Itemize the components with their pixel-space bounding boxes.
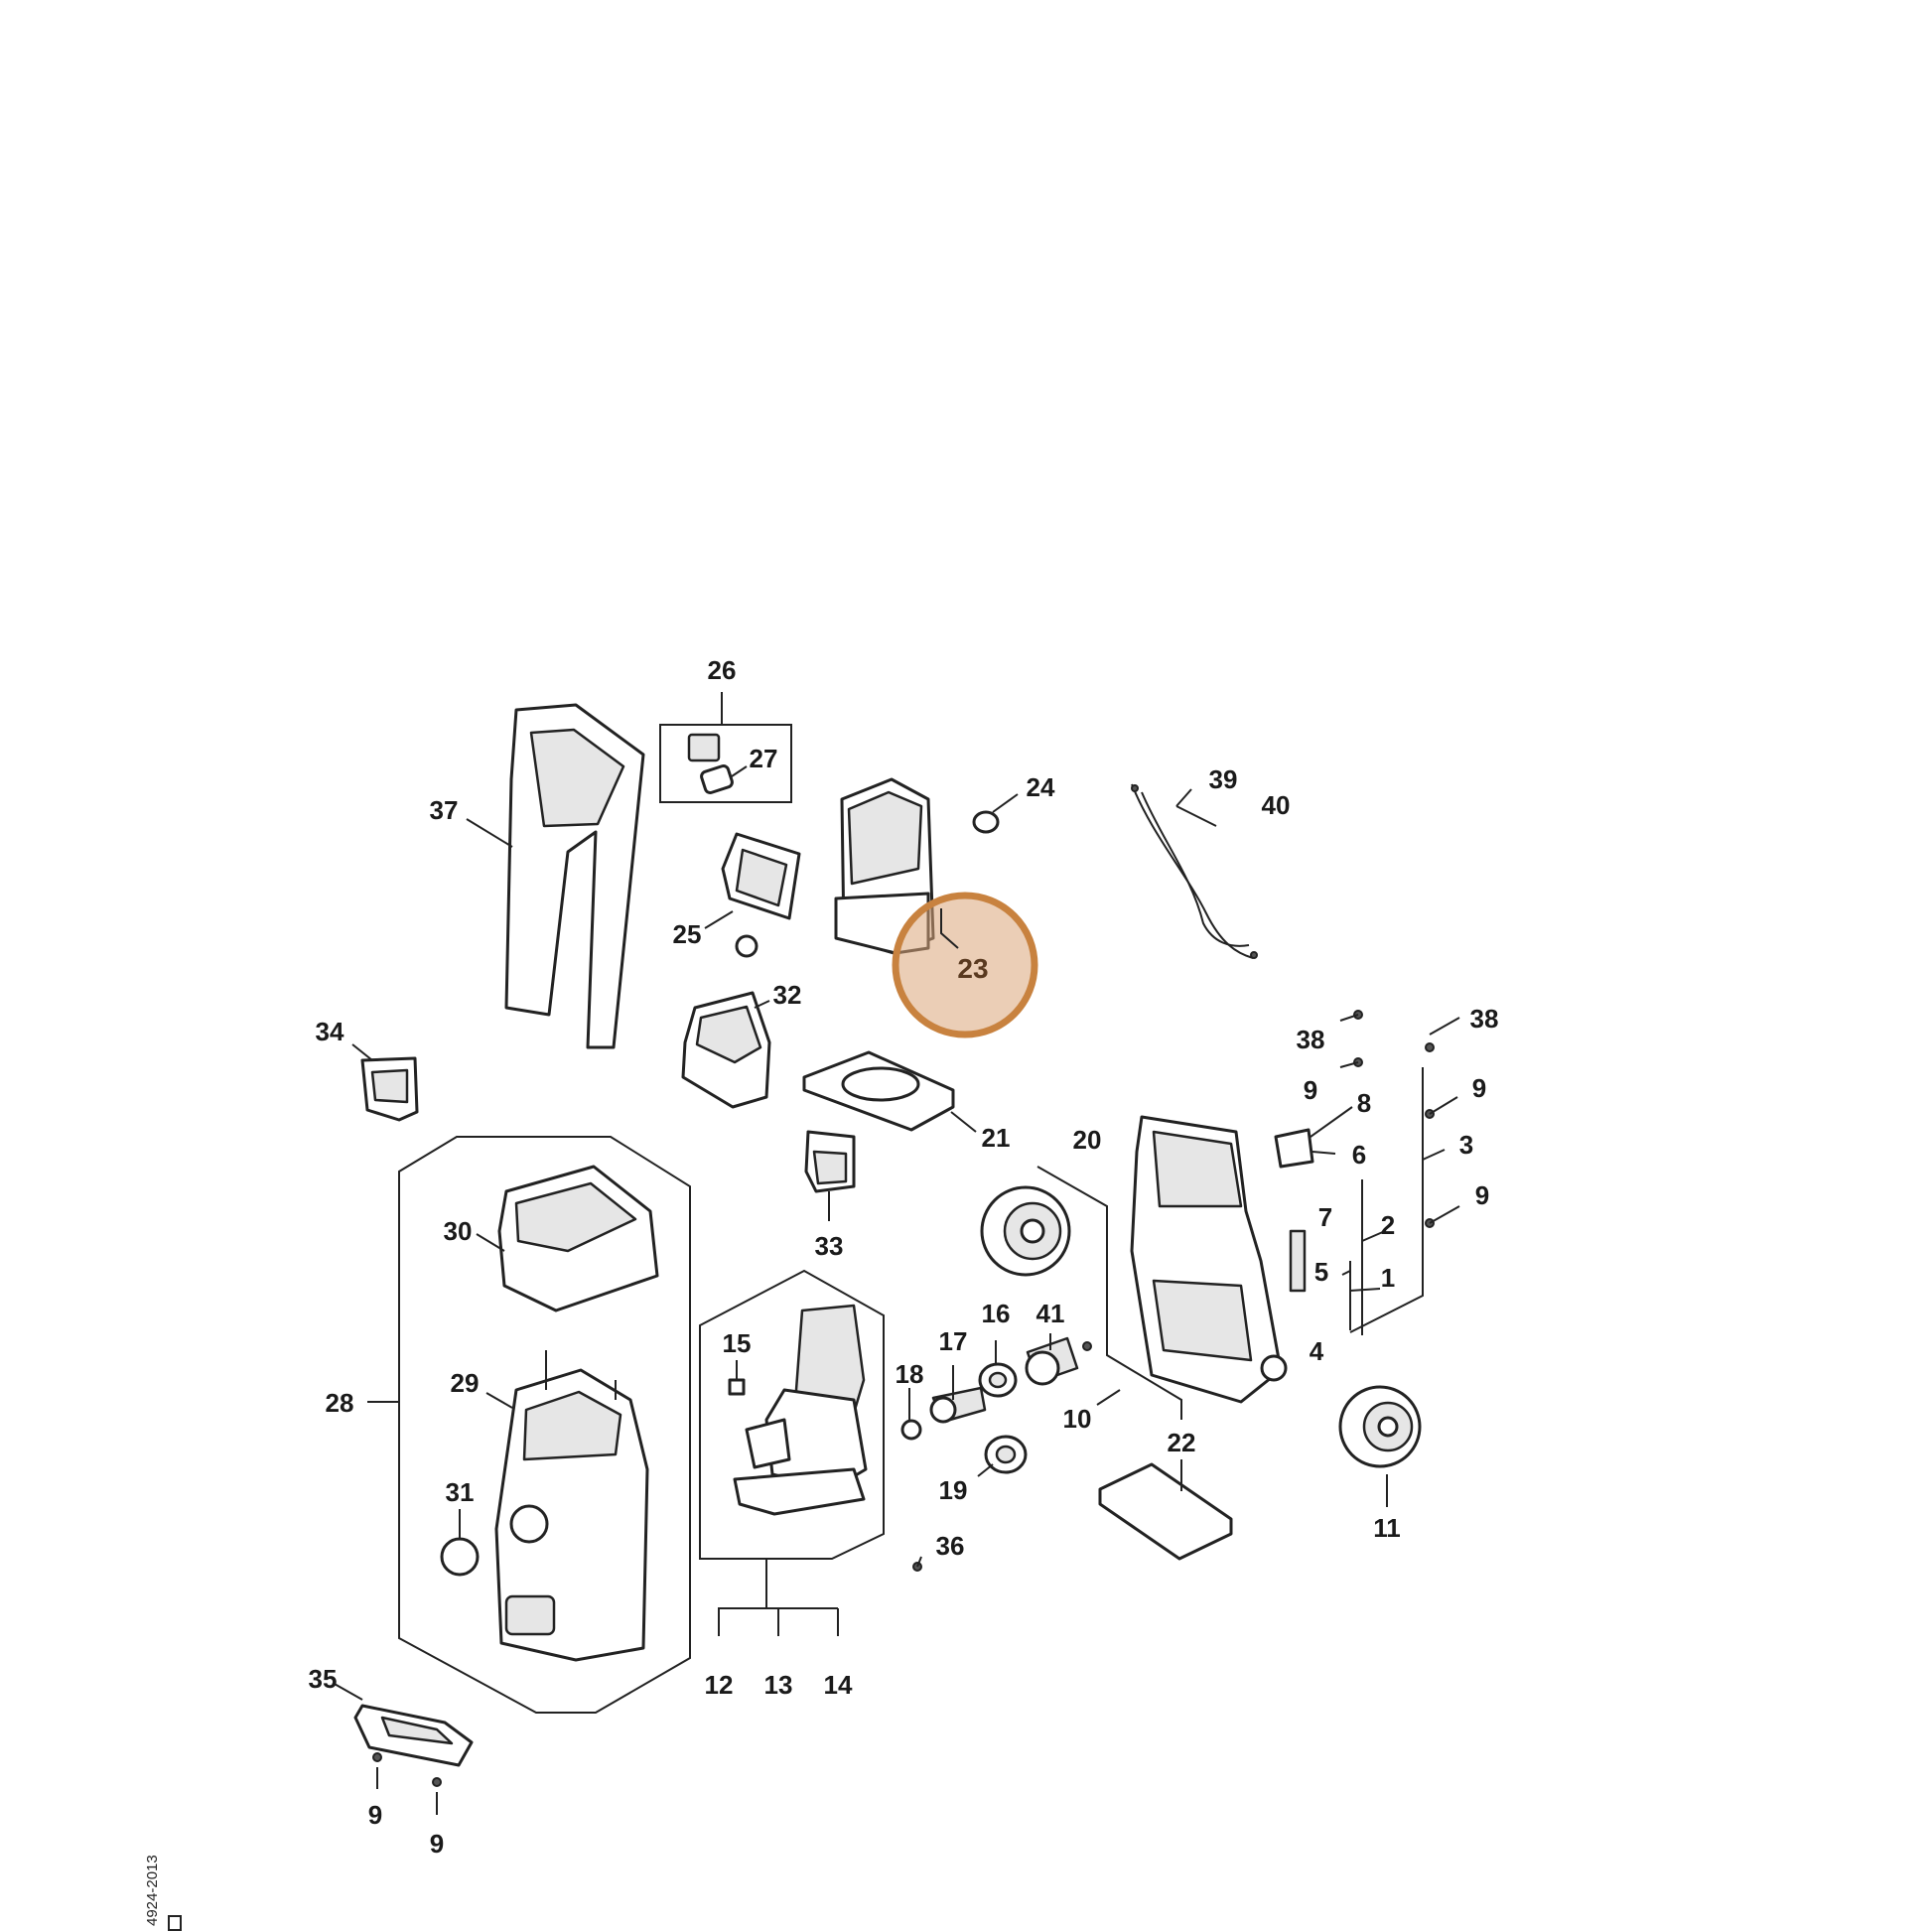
fitting-part-19[interactable] (984, 1435, 1028, 1474)
callout-41: 41 (1036, 1299, 1065, 1328)
screw-part-38b[interactable] (1425, 1042, 1435, 1052)
coupling-part-41[interactable] (1025, 1336, 1079, 1386)
callout-40: 40 (1262, 790, 1291, 820)
pump-unit-part-12[interactable] (733, 1304, 868, 1516)
highlight-label: 23 (957, 953, 988, 984)
screw-part-9d[interactable] (372, 1752, 382, 1762)
callout-25: 25 (673, 919, 702, 949)
cover-part-32[interactable] (681, 991, 771, 1109)
drawing-stamp: 4924-2013 (144, 1855, 182, 1931)
callout-13: 13 (764, 1670, 793, 1700)
pump-cover-part-33[interactable] (804, 1130, 856, 1193)
chassis-part-4[interactable] (1130, 1115, 1307, 1404)
fitting-part-16[interactable] (978, 1362, 1018, 1398)
callout-4: 4 (1310, 1336, 1324, 1366)
callout-9-c: 9 (1475, 1180, 1489, 1210)
seal-part-15[interactable] (728, 1378, 746, 1396)
highlight-marker[interactable]: 23 (892, 892, 1038, 1038)
wheel-part-11[interactable] (1338, 1385, 1422, 1468)
callout-36: 36 (936, 1531, 965, 1561)
wheel-part-20[interactable] (980, 1185, 1071, 1277)
control-box-part-25[interactable] (721, 832, 801, 958)
callout-12: 12 (705, 1670, 734, 1700)
group-frame-12-14 (699, 1269, 885, 1560)
callout-15: 15 (723, 1328, 752, 1358)
callout-5: 5 (1314, 1257, 1328, 1287)
bracket-9-3-9 (1349, 1067, 1424, 1333)
callout-33: 33 (815, 1231, 844, 1261)
nut-part-18[interactable] (900, 1419, 922, 1441)
switch-part-26[interactable] (687, 733, 721, 762)
callout-24: 24 (1027, 772, 1055, 802)
callout-38-a: 38 (1297, 1025, 1325, 1054)
top-cover-part-30[interactable] (497, 1165, 659, 1312)
screw-part-9e[interactable] (432, 1777, 442, 1787)
front-shell-part-29[interactable] (494, 1350, 649, 1662)
callout-9-b: 9 (1472, 1073, 1486, 1103)
callout-29: 29 (451, 1368, 480, 1398)
callout-32: 32 (773, 980, 802, 1010)
cable-harness-part-39[interactable] (1131, 783, 1258, 959)
callout-19: 19 (939, 1475, 968, 1505)
callout-30: 30 (444, 1216, 473, 1246)
handle-part-37[interactable] (504, 703, 645, 1049)
callout-26: 26 (708, 655, 737, 685)
callout-16: 16 (982, 1299, 1011, 1328)
bracket-part-34[interactable] (360, 1056, 419, 1122)
callout-2: 2 (1381, 1210, 1395, 1240)
callout-18: 18 (896, 1359, 924, 1389)
callout-labels: 1 2 3 4 5 6 7 8 9 9 9 9 9 10 11 12 13 14… (309, 655, 1499, 1859)
plug-part-24[interactable] (972, 810, 1000, 834)
filter-pad-part-22[interactable] (1098, 1462, 1233, 1561)
screw-part-10[interactable] (1082, 1341, 1092, 1351)
callout-39: 39 (1209, 764, 1238, 794)
callout-9-e: 9 (430, 1829, 444, 1859)
tray-part-35[interactable] (353, 1704, 474, 1767)
callout-10: 10 (1063, 1404, 1092, 1434)
gasket-part-21[interactable] (802, 1050, 955, 1132)
callout-9-d: 9 (368, 1800, 382, 1830)
callout-1: 1 (1381, 1263, 1395, 1293)
seal-part-27[interactable] (700, 764, 734, 794)
callout-35: 35 (309, 1664, 338, 1694)
callout-3: 3 (1459, 1130, 1473, 1160)
callout-17: 17 (939, 1326, 968, 1356)
callout-11: 11 (1373, 1513, 1401, 1543)
callout-20: 20 (1073, 1125, 1102, 1155)
callout-7: 7 (1318, 1202, 1332, 1232)
callout-14: 14 (824, 1670, 853, 1700)
callout-38-b: 38 (1470, 1004, 1499, 1034)
callout-9-a: 9 (1304, 1075, 1317, 1105)
callout-31: 31 (446, 1477, 475, 1507)
callout-8: 8 (1357, 1088, 1371, 1118)
stamp-text: 4924-2013 (144, 1855, 161, 1926)
callout-37: 37 (430, 795, 459, 825)
group-frame-26 (659, 724, 792, 803)
leader-lines (332, 692, 1460, 1815)
plate-part-6[interactable] (1274, 1128, 1314, 1169)
cap-part-31[interactable] (440, 1537, 480, 1577)
callout-34: 34 (316, 1017, 345, 1046)
group-frame-28 (398, 1136, 691, 1714)
callout-28: 28 (326, 1388, 354, 1418)
callout-6: 6 (1352, 1140, 1366, 1170)
callout-27: 27 (750, 744, 778, 773)
callout-22: 22 (1168, 1428, 1196, 1457)
connector-part-17[interactable] (929, 1386, 987, 1424)
callout-21: 21 (982, 1123, 1011, 1153)
